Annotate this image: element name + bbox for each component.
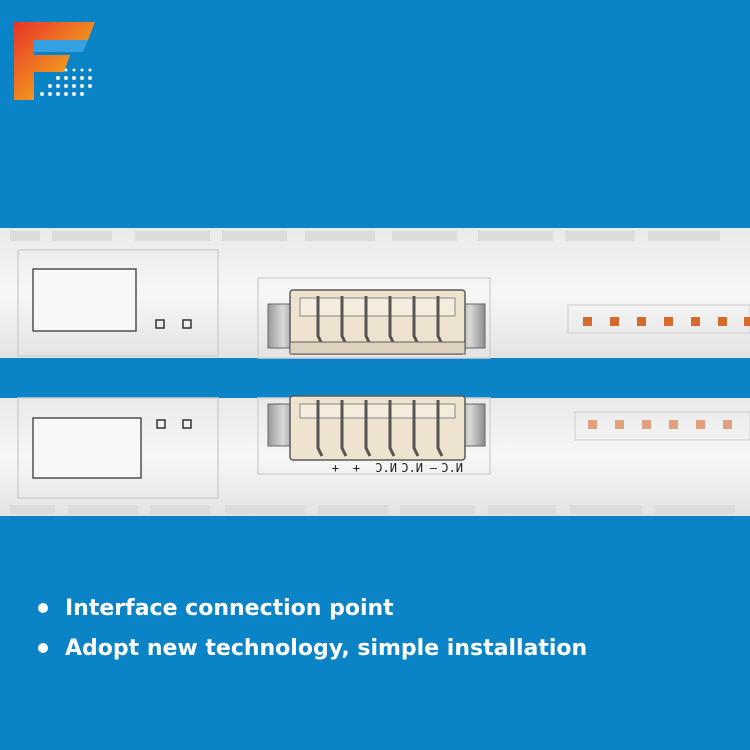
pin-label: N.C [375, 461, 397, 475]
feature-item: Interface connection point [38, 588, 738, 628]
pin-label: + [332, 461, 339, 475]
pin-label: + [353, 461, 360, 475]
feature-text: Interface connection point [65, 595, 394, 621]
bullet-dot-icon [38, 603, 48, 613]
connector-pin-labels: N.C – N.C N.C + + [332, 461, 463, 475]
connector-bottom [267, 395, 486, 461]
feature-text: Adopt new technology, simple installatio… [65, 635, 588, 661]
feature-list: Interface connection point Adopt new tec… [38, 588, 738, 668]
pin-label: – [429, 461, 437, 475]
brand-logo [14, 22, 95, 100]
pin-label: N.C [401, 461, 423, 475]
feature-item: Adopt new technology, simple installatio… [38, 628, 738, 668]
pin-label: N.C [441, 461, 463, 475]
connector-top [267, 289, 486, 355]
bullet-dot-icon [38, 643, 48, 653]
